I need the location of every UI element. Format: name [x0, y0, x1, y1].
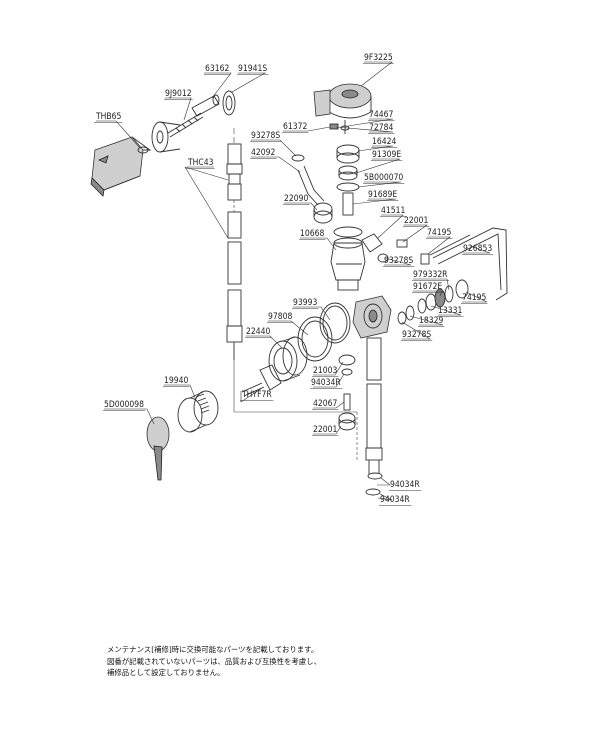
hose-assembly [226, 128, 243, 360]
label-10668: 10668 [300, 229, 324, 239]
label-thb65: THB65 [95, 112, 122, 122]
label-94034r-a: 94034R [311, 378, 341, 388]
valve-axis [233, 360, 358, 462]
label-21003: 21003 [313, 366, 337, 376]
oring-5b000070 [336, 182, 360, 192]
elbow-41511 [361, 233, 389, 263]
tube-42092 [297, 165, 325, 206]
label-91672e: 91672E [413, 282, 442, 292]
note-line-1: メンテナンス[補修]時に交換可能なパーツを記載しております。 [107, 645, 319, 654]
label-74195-b: 74195 [462, 293, 486, 303]
ring-97808 [297, 316, 333, 362]
label-94034r-b: 94034R [390, 480, 420, 490]
label-42092: 42092 [251, 148, 275, 158]
label-22440: 22440 [246, 327, 270, 337]
label-41511: 41511 [381, 206, 405, 216]
hand-shower-head [90, 136, 152, 197]
screw-74467-72784 [329, 120, 350, 134]
nut-16424 [336, 144, 360, 164]
hanger-bracket [151, 121, 181, 153]
nut-22090 [313, 202, 333, 224]
seal-stack-13331 [397, 279, 469, 325]
thc43-leaders [184, 166, 229, 239]
escutcheon-5d000098 [146, 416, 170, 481]
label-22001-a: 22001 [404, 216, 428, 226]
label-74195-a: 74195 [427, 228, 451, 238]
cap-91309e [338, 165, 358, 181]
label-22090: 22090 [284, 194, 308, 204]
valve-body [330, 237, 366, 291]
label-97808: 97808 [268, 312, 292, 322]
label-74467: 74467 [369, 110, 393, 120]
oring-10668 [333, 226, 363, 238]
label-9j9012: 9J9012 [165, 89, 192, 99]
label-93278s-c: 93278S [402, 330, 431, 340]
note-line-2: 図番が記載されていないパーツは、品質および互換性を考慮し、 [107, 656, 321, 666]
washer-93278s-top [291, 154, 305, 162]
oring-93993 [319, 302, 351, 344]
label-5d000098: 5D000098 [104, 400, 144, 410]
cartridge-19940 [177, 390, 219, 433]
label-22001-b: 22001 [313, 425, 337, 435]
label-979332r: 979332R [413, 270, 448, 280]
label-9f3225: 9F3225 [364, 53, 393, 63]
bracket-screw [167, 112, 204, 138]
cartridge-22440 [268, 336, 308, 382]
label-thyf7r: THYF7R [241, 390, 272, 400]
fitting-22001 [396, 239, 430, 265]
label-61372: 61372 [283, 122, 307, 132]
label-13331: 13331 [438, 306, 462, 316]
label-72784: 72784 [369, 123, 393, 133]
label-91941s: 91941S [238, 64, 267, 74]
label-16424: 16424 [372, 137, 396, 147]
small-washer-thb65 [137, 146, 149, 154]
part-labels: 63162 91941S 9J9012 THB65 THC43 9F3225 7… [94, 53, 494, 506]
label-93278s-a: 93278S [251, 131, 280, 141]
label-93993: 93993 [293, 298, 317, 308]
anchor-washer [222, 90, 236, 116]
label-19940: 19940 [164, 376, 188, 386]
label-5b000070: 5B000070 [364, 173, 403, 183]
label-18329: 18329 [419, 316, 443, 326]
pipe-74195-926853 [429, 227, 508, 301]
leader-lines [96, 61, 491, 501]
spindle-thyf7r [241, 364, 282, 397]
label-93278s-b: 93278S [384, 256, 413, 266]
mount-plate [352, 295, 392, 339]
wall-anchor [191, 94, 220, 117]
label-63162: 63162 [205, 64, 229, 74]
label-94034r-c: 94034R [380, 495, 410, 505]
note-line-3: 補修品として設定しておりません。 [107, 668, 225, 677]
label-42067: 42067 [313, 399, 337, 409]
label-91689e: 91689E [368, 190, 397, 200]
label-91309e: 91309E [372, 150, 401, 160]
lower-nuts [338, 354, 356, 431]
label-926853: 926853 [463, 244, 492, 254]
handle-9f3225 [313, 83, 372, 119]
bottom-washers [365, 472, 383, 496]
stem-91689e [342, 192, 354, 216]
maintenance-note: メンテナンス[補修]時に交換可能なパーツを記載しております。 図番が記載されてい… [107, 644, 467, 679]
label-thc43: THC43 [187, 158, 214, 168]
supply-pipe [365, 337, 383, 474]
